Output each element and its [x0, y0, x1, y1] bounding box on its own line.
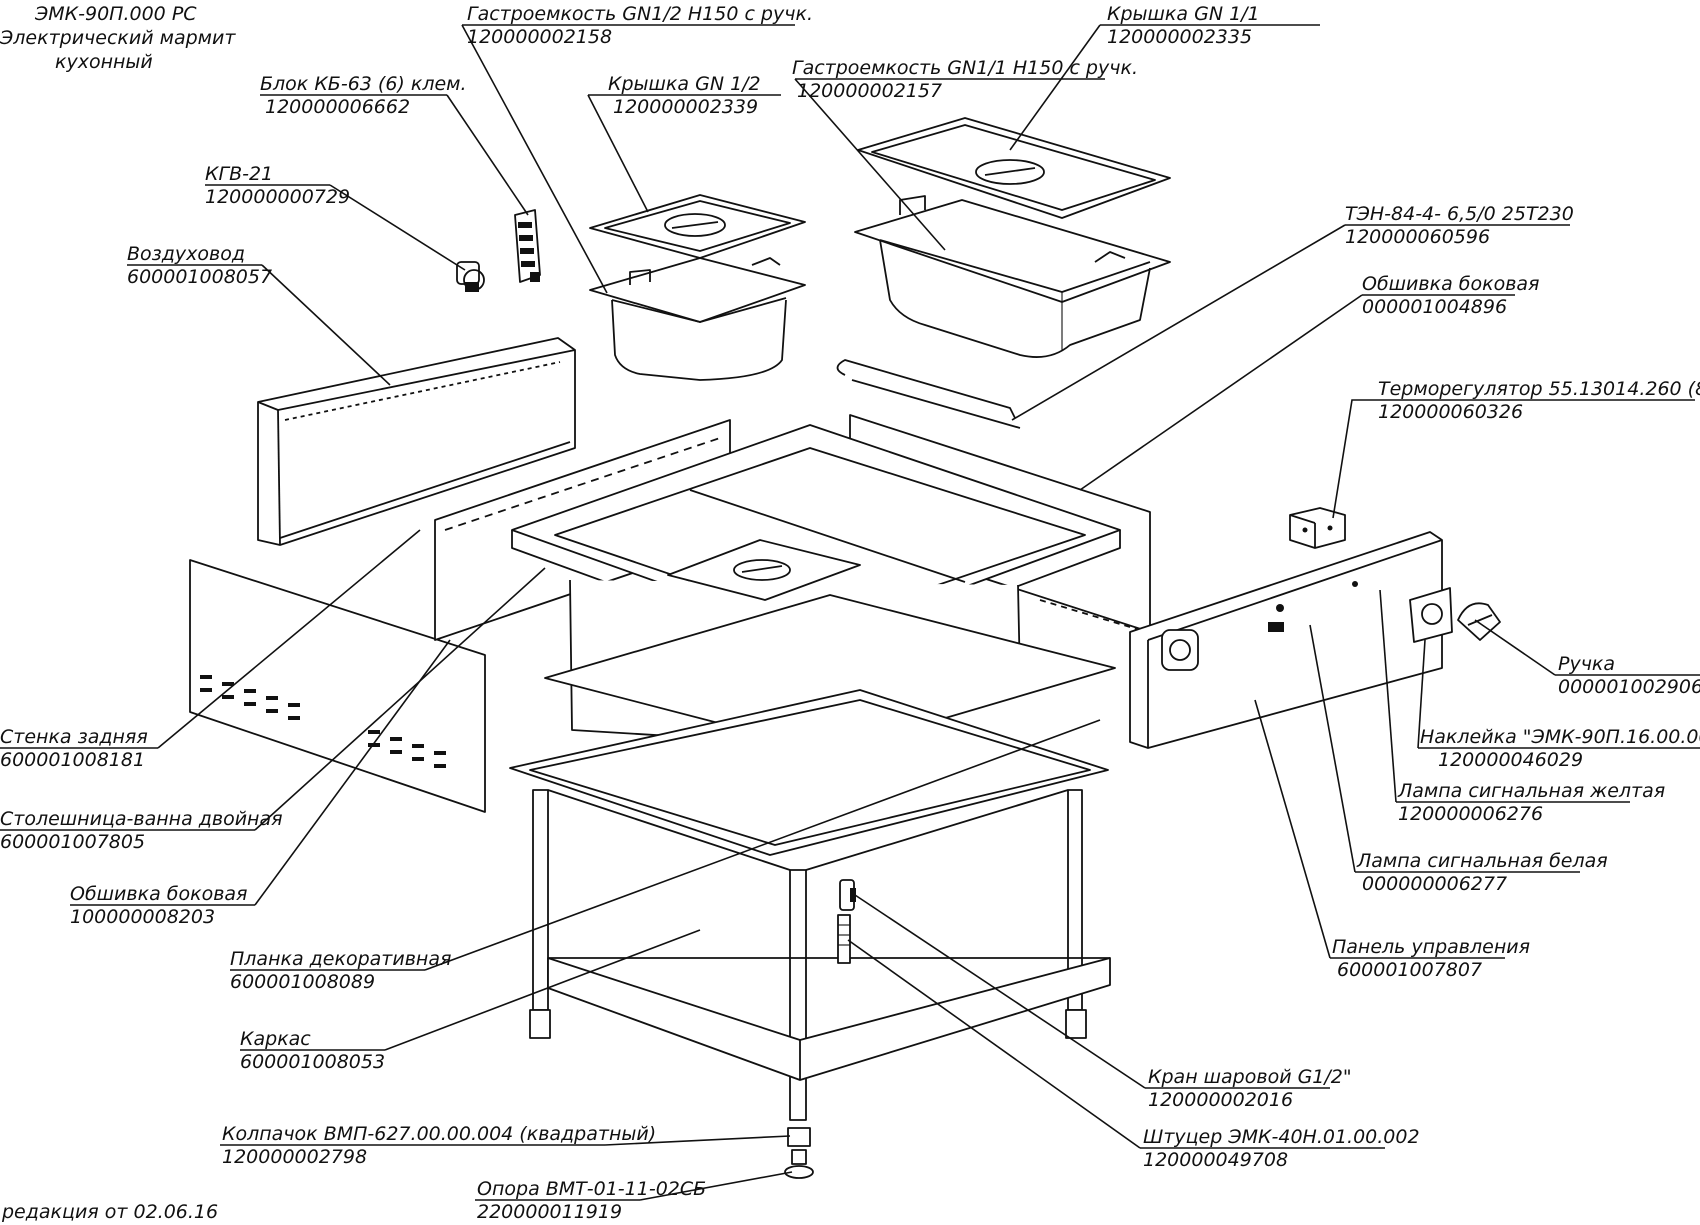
- part-name: Блок КБ-63 (6) клем.: [260, 73, 467, 95]
- lid-gn-1-2: [589, 194, 806, 259]
- header-line-3: кухонный: [55, 51, 153, 73]
- part-code: 100000008203: [70, 906, 215, 928]
- callout-lamp-yellow: Лампа сигнальная желтая 120000006276: [1397, 780, 1665, 825]
- carcass-frame: [509, 689, 1111, 1121]
- callout-side-cladding-left: Обшивка боковая 100000008203: [70, 883, 247, 928]
- callout-tabletop-tank: Столешница-ванна двойная 600001007805: [0, 808, 283, 853]
- callout-thermostat: Терморегулятор 55.13014.260 (85 С) 12000…: [1378, 378, 1700, 423]
- callout-carcass: Каркас 600001008053: [240, 1028, 385, 1073]
- part-code: 000000006277: [1362, 873, 1507, 895]
- part-name: Столешница-ванна двойная: [0, 808, 283, 830]
- part-code: 600001008181: [0, 749, 145, 771]
- part-name: Ручка: [1558, 653, 1615, 675]
- callout-ball-valve: Кран шаровой G1/2" 120000002016: [1148, 1066, 1352, 1111]
- callout-pan-gn-1-1: Гастроемкость GN1/1 Н150 с ручк. 1200000…: [792, 57, 1138, 102]
- adjustable-foot: [784, 1149, 814, 1179]
- callout-heating-element: ТЭН-84-4- 6,5/0 25Т230 120000060596: [1345, 203, 1574, 248]
- cap-square: [787, 1127, 811, 1147]
- part-code: 120000006276: [1398, 803, 1543, 825]
- part-drawings: [189, 117, 1501, 1179]
- part-code: 120000002339: [613, 96, 758, 118]
- part-code: 000001002906: [1558, 676, 1700, 698]
- fitting: [837, 914, 851, 964]
- part-name: ТЭН-84-4- 6,5/0 25Т230: [1345, 203, 1574, 225]
- callout-fitting: Штуцер ЭМК-40Н.01.00.002 120000049708: [1143, 1126, 1420, 1171]
- callout-cable-gland: КГВ-21 120000000729: [205, 163, 350, 208]
- part-code: 220000011919: [477, 1201, 622, 1223]
- terminal-block-kb63: [514, 209, 541, 283]
- callout-air-duct: Воздуховод 600001008057: [127, 243, 272, 288]
- part-name: Штуцер ЭМК-40Н.01.00.002: [1143, 1126, 1420, 1148]
- part-code: 600001007807: [1337, 959, 1482, 981]
- callout-lamp-white: Лампа сигнальная белая 000000006277: [1356, 850, 1608, 895]
- header-line-2: Электрический мармит: [0, 27, 236, 49]
- part-code: 120000049708: [1143, 1149, 1288, 1171]
- callout-decor-strip: Планка декоративная 600001008089: [230, 948, 451, 993]
- part-name: Лампа сигнальная белая: [1356, 850, 1608, 872]
- part-name: Наклейка "ЭМК-90П.16.00.001": [1420, 726, 1700, 748]
- part-name: Лампа сигнальная желтая: [1397, 780, 1665, 802]
- leader-lines: [0, 24, 1700, 1201]
- part-name: Крышка GN 1/2: [608, 73, 761, 95]
- callout-lid-gn-1-1: Крышка GN 1/1 120000002335: [1107, 3, 1260, 48]
- part-code: 120000002798: [222, 1146, 367, 1168]
- part-name: Обшивка боковая: [70, 883, 247, 905]
- callout-lid-gn-1-2: Крышка GN 1/2 120000002339: [608, 73, 761, 118]
- thermostat: [1289, 507, 1346, 549]
- part-name: Опора ВМТ-01-11-02СБ: [477, 1178, 706, 1200]
- part-name: Гастроемкость GN1/1 Н150 с ручк.: [792, 57, 1138, 79]
- part-code: 600001008057: [127, 266, 272, 288]
- part-code: 120000060326: [1378, 401, 1523, 423]
- part-code: 120000000729: [205, 186, 350, 208]
- callout-foot: Опора ВМТ-01-11-02СБ 220000011919: [477, 1178, 706, 1223]
- air-duct: [257, 337, 576, 546]
- part-code: 600001007805: [0, 831, 145, 853]
- part-code: 600001008089: [230, 971, 375, 993]
- ball-valve: [839, 879, 856, 911]
- control-panel: [1129, 531, 1453, 749]
- heating-element: [836, 359, 1021, 429]
- pan-gn-1-2: [589, 257, 806, 381]
- part-name: КГВ-21: [205, 163, 273, 185]
- part-name: Панель управления: [1332, 936, 1530, 958]
- part-name: Стенка задняя: [0, 726, 148, 748]
- revision-note: редакция от 02.06.16: [1, 1201, 218, 1223]
- callout-labels: Гастроемкость GN1/2 Н150 с ручк. 1200000…: [0, 3, 1700, 1223]
- knob: [1457, 602, 1501, 641]
- part-code: 120000002016: [1148, 1089, 1293, 1111]
- part-code: 120000002335: [1107, 26, 1252, 48]
- part-code: 120000002158: [467, 26, 612, 48]
- part-name: Терморегулятор 55.13014.260 (85 С): [1378, 378, 1700, 400]
- callout-back-wall: Стенка задняя 600001008181: [0, 726, 148, 771]
- part-code: 120000046029: [1438, 749, 1583, 771]
- part-code: 600001008053: [240, 1051, 385, 1073]
- callout-control-panel: Панель управления 600001007807: [1332, 936, 1530, 981]
- header-line-1: ЭМК-90П.000 РС: [34, 3, 197, 25]
- part-code: 120000060596: [1345, 226, 1490, 248]
- back-wall-panel: [189, 559, 486, 813]
- callout-knob: Ручка 000001002906: [1558, 653, 1700, 698]
- callout-side-cladding-right: Обшивка боковая 000001004896: [1362, 273, 1539, 318]
- callout-cap: Колпачок ВМП-627.00.00.004 (квадратный) …: [222, 1123, 656, 1168]
- part-name: Кран шаровой G1/2": [1148, 1066, 1352, 1088]
- lid-gn-1-1: [857, 117, 1171, 219]
- part-code: 120000006662: [265, 96, 410, 118]
- part-name: Обшивка боковая: [1362, 273, 1539, 295]
- pan-gn-1-1: [854, 195, 1171, 358]
- part-code: 000001004896: [1362, 296, 1507, 318]
- part-name: Каркас: [240, 1028, 311, 1050]
- callout-sticker: Наклейка "ЭМК-90П.16.00.001" 12000004602…: [1420, 726, 1700, 771]
- part-name: Гастроемкость GN1/2 Н150 с ручк.: [467, 3, 813, 25]
- drawing-header: ЭМК-90П.000 РС Электрический мармит кухо…: [0, 3, 236, 73]
- callout-terminal-block: Блок КБ-63 (6) клем. 120000006662: [260, 73, 467, 118]
- part-code: 120000002157: [797, 80, 942, 102]
- callout-pan-gn-1-2: Гастроемкость GN1/2 Н150 с ручк. 1200000…: [467, 3, 813, 48]
- part-name: Воздуховод: [127, 243, 245, 265]
- part-name: Крышка GN 1/1: [1107, 3, 1260, 25]
- part-name: Колпачок ВМП-627.00.00.004 (квадратный): [222, 1123, 656, 1145]
- cable-gland-kgv21: [456, 261, 485, 292]
- part-name: Планка декоративная: [230, 948, 451, 970]
